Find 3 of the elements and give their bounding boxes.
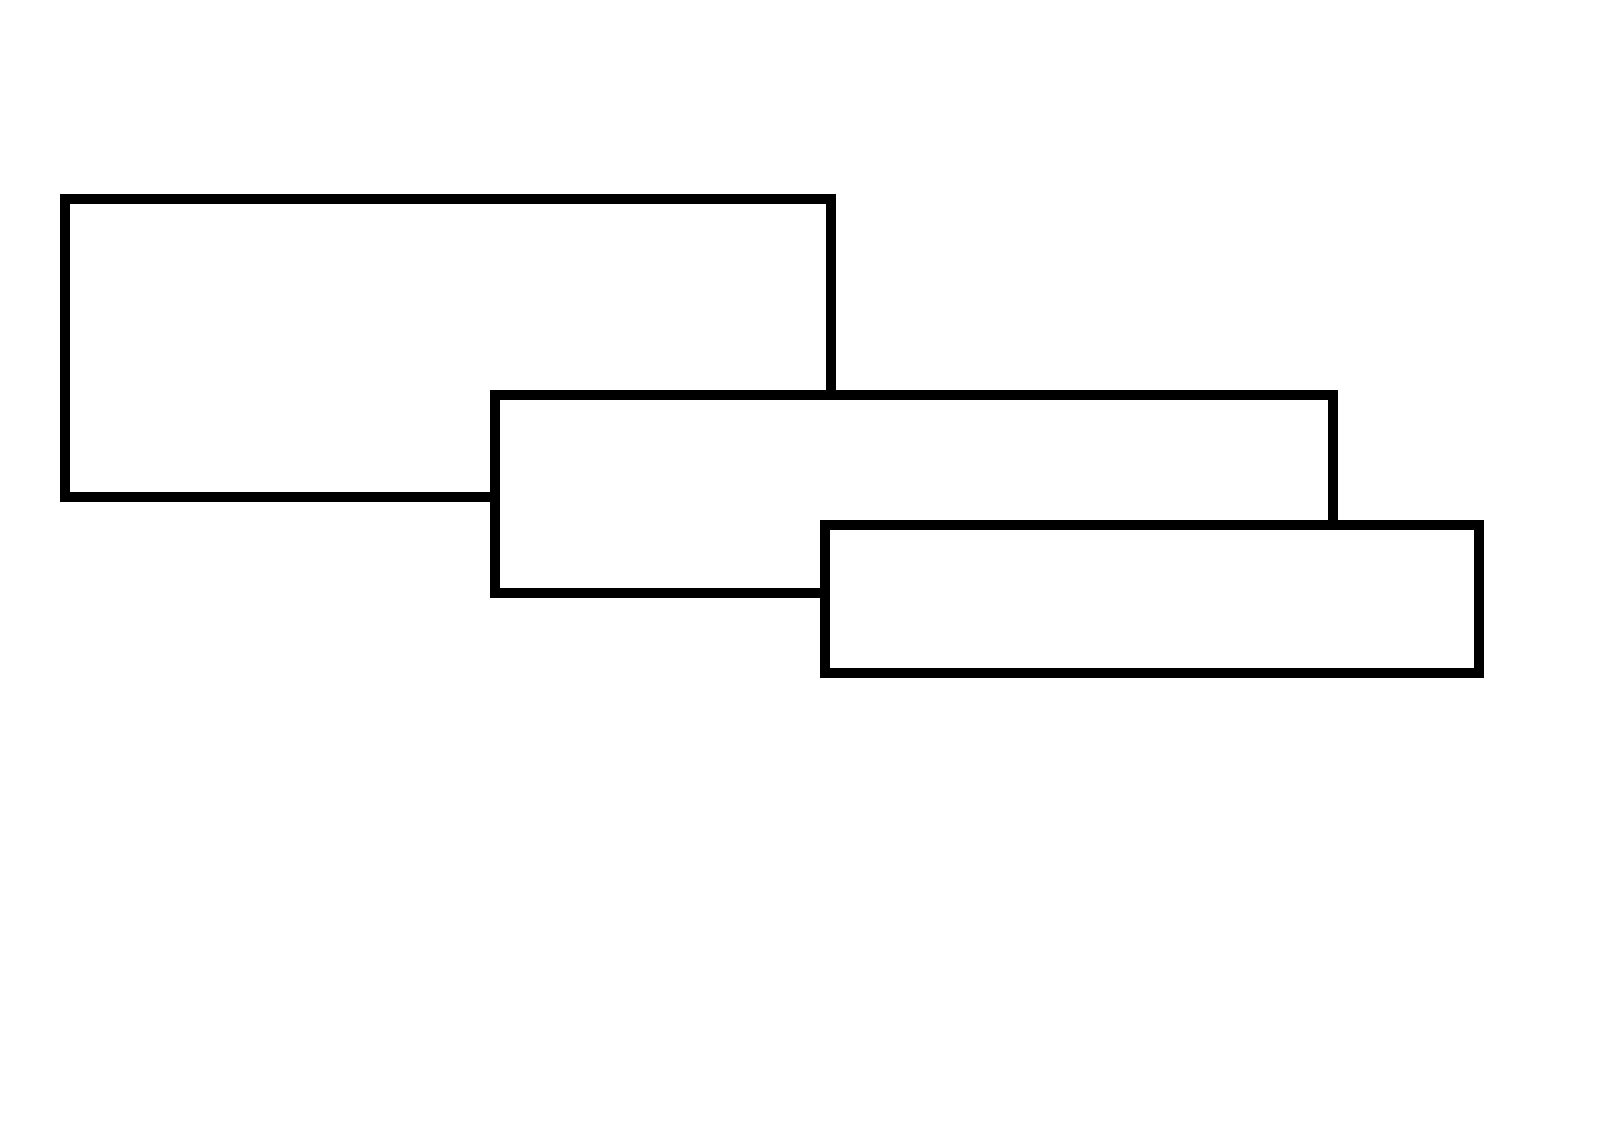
empty-panel [490, 390, 1338, 598]
empty-panel [60, 194, 836, 502]
empty-panel [820, 520, 1484, 678]
